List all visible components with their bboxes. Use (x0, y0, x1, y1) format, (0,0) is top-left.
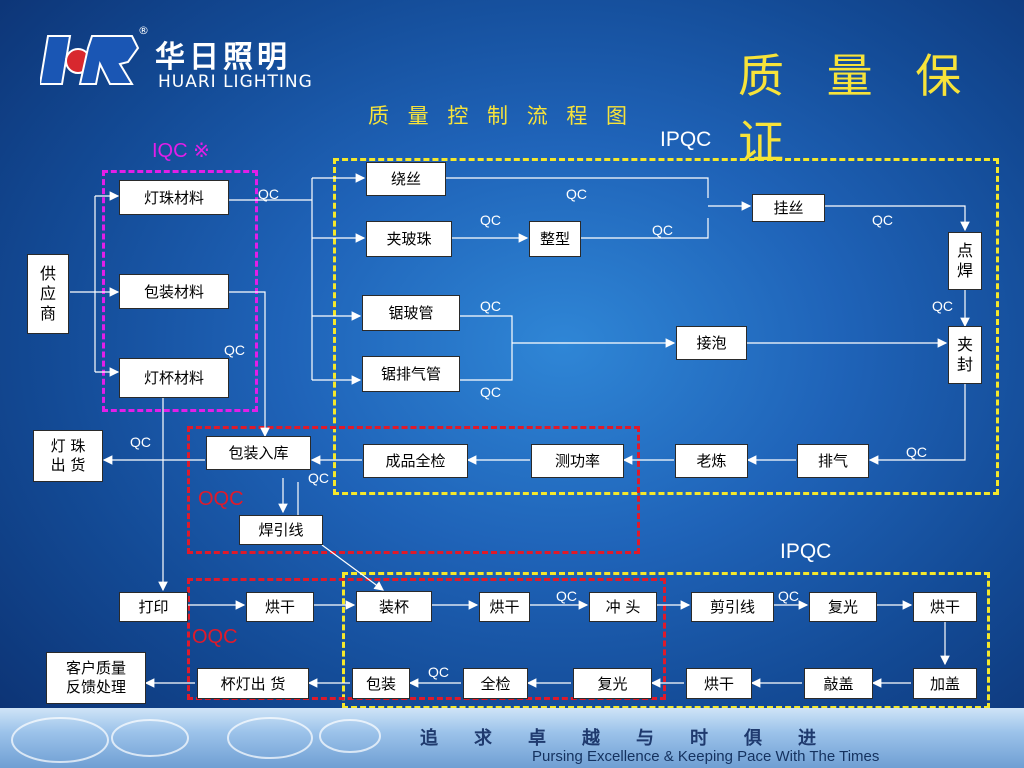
qc-marker: QC (480, 384, 501, 400)
page-subtitle: 质 量 控 制 流 程 图 (368, 104, 634, 128)
node-seal: 夹封 (948, 326, 982, 384)
node-punch: 冲 头 (589, 592, 657, 622)
qc-marker: QC (556, 588, 577, 604)
node-power-test: 测功率 (531, 444, 624, 478)
qc-marker: QC (652, 222, 673, 238)
oqc-label-bottom: OQC (192, 626, 238, 648)
qc-marker: QC (566, 186, 587, 202)
brand-name-en: HUARI LIGHTING (158, 72, 313, 92)
node-add-cap: 加盖 (913, 668, 977, 699)
node-packing: 包装 (352, 668, 410, 699)
node-exhaust: 排气 (797, 444, 869, 478)
qc-marker: QC (480, 298, 501, 314)
qc-marker: QC (258, 186, 279, 202)
node-cup-material: 灯杯材料 (119, 358, 229, 398)
node-cup-ship: 杯灯出 货 (197, 668, 309, 699)
footer-slogan-cn: 追求卓越与时俱进 (420, 728, 852, 749)
node-bead-ship: 灯 珠出 货 (33, 430, 103, 482)
node-cut-lead: 剪引线 (691, 592, 774, 622)
node-aging: 老炼 (675, 444, 748, 478)
node-spot-weld: 点焊 (948, 232, 982, 290)
node-relight-1: 复光 (809, 592, 877, 622)
iqc-region (102, 170, 258, 412)
qc-marker: QC (224, 342, 245, 358)
node-full-inspect: 全检 (463, 668, 528, 699)
node-pack-store: 包装入库 (206, 436, 311, 470)
node-bulb-join: 接泡 (676, 326, 747, 360)
node-final-inspect: 成品全检 (363, 444, 468, 478)
node-customer-feedback: 客户质量反馈处理 (46, 652, 146, 704)
qc-marker: QC (872, 212, 893, 228)
brand-name-cn: 华日照明 (155, 40, 291, 75)
ipqc-region-bottom (342, 572, 990, 709)
node-solder-lead: 焊引线 (239, 515, 323, 545)
node-hang-wire: 挂丝 (752, 194, 825, 222)
node-dry-1: 烘干 (246, 592, 314, 622)
node-print: 打印 (119, 592, 188, 622)
footer-slogan-en: Pursing Excellence & Keeping Pace With T… (532, 748, 880, 765)
decorative-swirl-icon (11, 717, 381, 763)
oqc-label-top: OQC (198, 488, 244, 510)
iqc-label: IQC ※ (152, 140, 210, 162)
registered-mark: ® (138, 24, 149, 37)
qc-marker: QC (308, 470, 329, 486)
ipqc-region-top (333, 158, 999, 495)
oqc-region-top (187, 426, 640, 554)
node-packing-material: 包装材料 (119, 274, 229, 309)
qc-marker: QC (480, 212, 501, 228)
qc-marker: QC (428, 664, 449, 680)
ipqc-label-top: IPQC (660, 128, 712, 151)
node-shaping: 整型 (529, 221, 581, 257)
node-supplier: 供应商 (27, 254, 69, 334)
qc-marker: QC (778, 588, 799, 604)
footer-band (0, 708, 1024, 768)
qc-marker: QC (906, 444, 927, 460)
node-relight-2: 复光 (573, 668, 652, 699)
node-dry-3: 烘干 (913, 592, 977, 622)
node-bead-material: 灯珠材料 (119, 180, 229, 215)
node-cup-install: 装杯 (356, 591, 432, 622)
node-tap-cap: 敲盖 (804, 668, 873, 699)
qc-marker: QC (932, 298, 953, 314)
huari-logo-icon (40, 35, 140, 85)
node-dry-2: 烘干 (479, 592, 530, 622)
ipqc-label-bottom: IPQC (780, 540, 832, 563)
node-saw-exhaust: 锯排气管 (362, 356, 460, 392)
node-dry-4: 烘干 (686, 668, 752, 699)
oqc-region-bottom (187, 578, 666, 700)
qc-marker: QC (130, 434, 151, 450)
node-saw-tube: 锯玻管 (362, 295, 460, 331)
node-winding: 绕丝 (366, 162, 446, 196)
node-clamp-bead: 夹玻珠 (366, 221, 452, 257)
